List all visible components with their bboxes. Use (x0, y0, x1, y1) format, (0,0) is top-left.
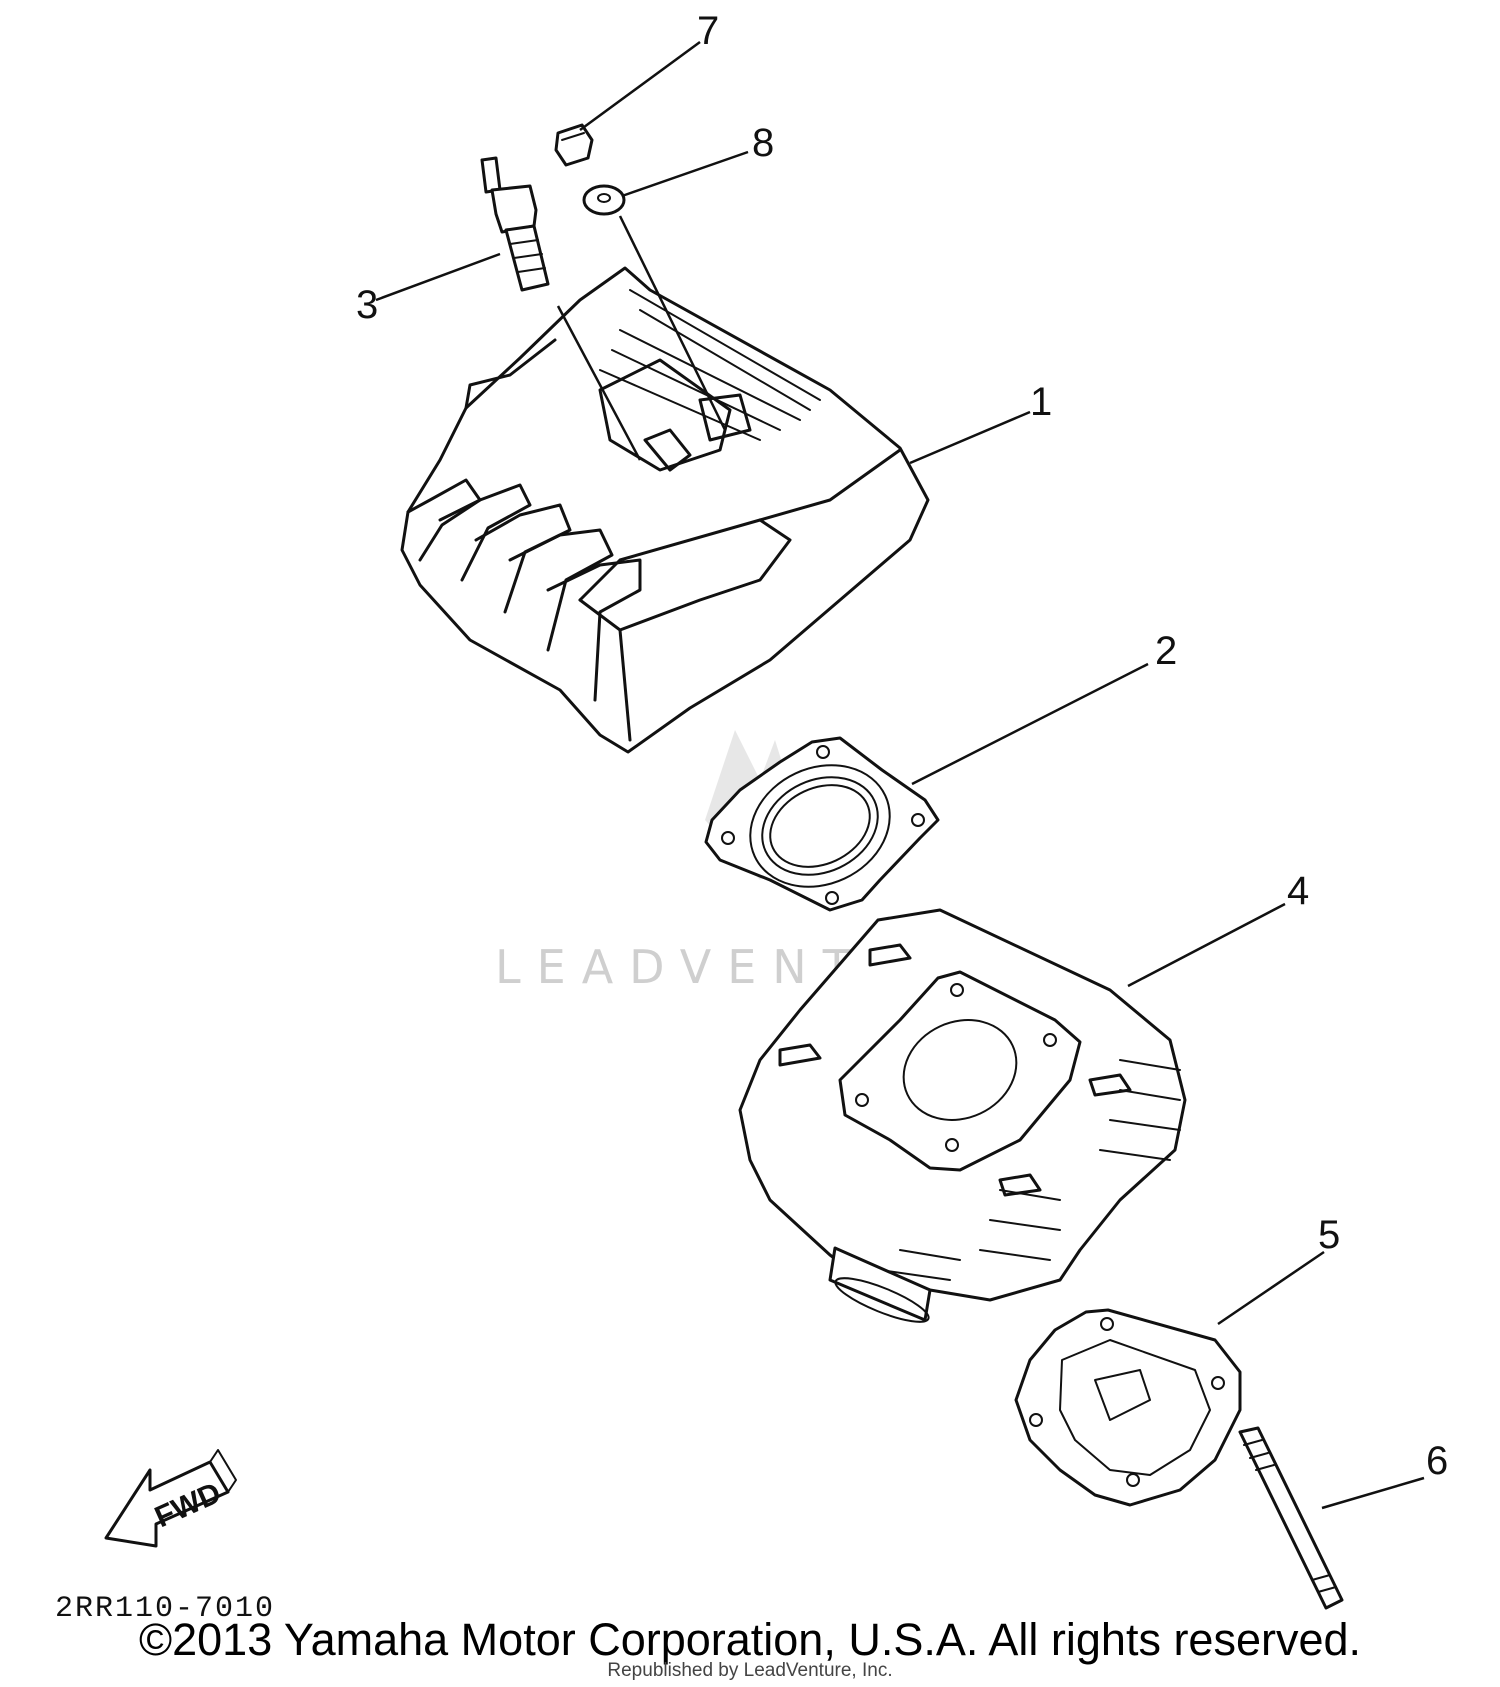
leader-6 (1321, 1476, 1425, 1510)
republished-notice: Republished by LeadVenture, Inc. (607, 1660, 893, 1681)
callout-2: 2 (1155, 629, 1177, 673)
part-1-cylinder-head (400, 266, 930, 754)
callout-1: 1 (1030, 380, 1052, 424)
leader-4 (1127, 902, 1286, 988)
leader-5 (1217, 1250, 1325, 1326)
callout-8: 8 (752, 121, 774, 165)
part-7-cap-nut (554, 123, 594, 167)
diagram-code: 2RR110-7010 (55, 1592, 275, 1626)
callout-7: 7 (697, 9, 719, 53)
callout-4: 4 (1287, 869, 1309, 913)
leader-7 (579, 40, 701, 132)
callout-5: 5 (1318, 1213, 1340, 1257)
part-2-head-gasket (704, 736, 940, 912)
leader-3 (375, 252, 501, 302)
part-3-spark-plug (480, 156, 550, 292)
leader-lines (375, 40, 1425, 1510)
leader-8b (618, 215, 727, 431)
leader-8 (621, 150, 749, 198)
leader-3b (556, 305, 642, 461)
part-8-washer (582, 184, 626, 216)
copyright-notice: ©2013 Yamaha Motor Corporation, U.S.A. A… (138, 1614, 1362, 1665)
part-5-base-gasket (1014, 1308, 1242, 1507)
callout-6: 6 (1426, 1439, 1448, 1483)
part-6-stud-bolt (1238, 1426, 1344, 1610)
leader-1 (909, 410, 1031, 465)
fwd-arrow-icon: FWD (104, 1449, 237, 1548)
callout-3: 3 (356, 283, 378, 327)
leader-2 (911, 662, 1149, 786)
callouts: 1 2 3 4 5 6 7 8 (356, 9, 1448, 1483)
part-4-cylinder (738, 908, 1187, 1323)
